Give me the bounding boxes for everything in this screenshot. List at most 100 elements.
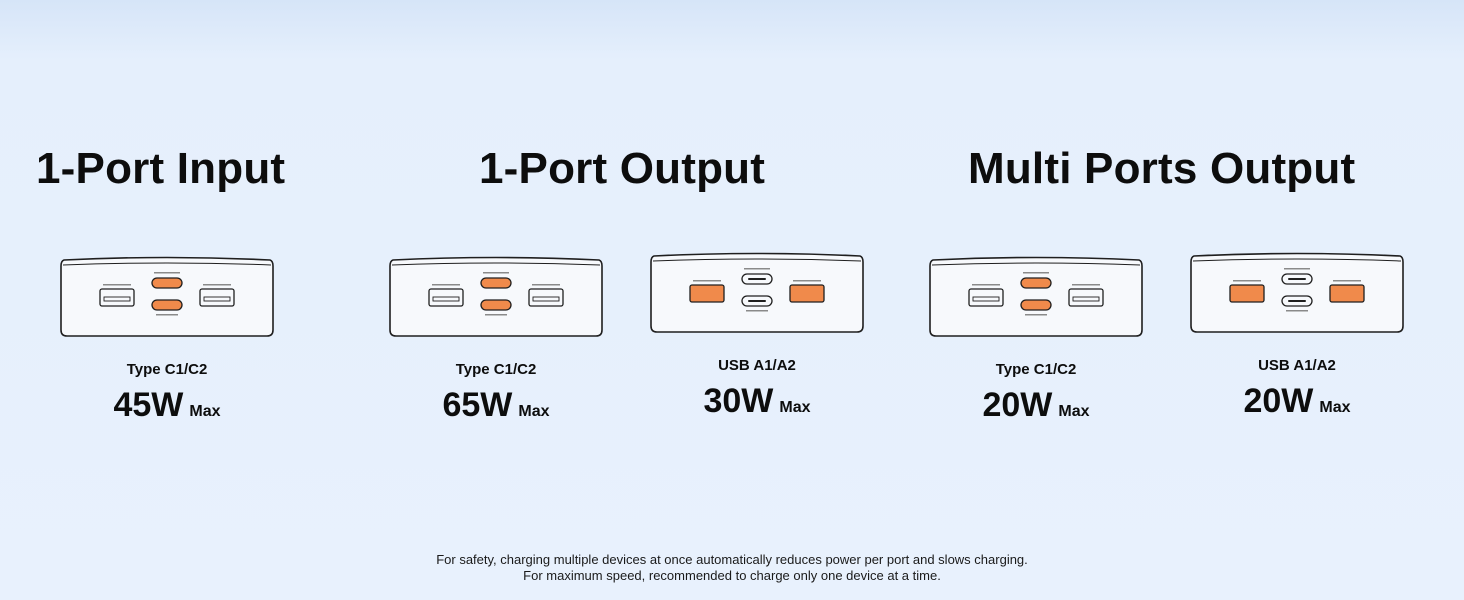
usb-a-port-1-tongue <box>432 296 460 302</box>
usb-a-port-2-label-mark <box>1072 284 1100 286</box>
usb-a-port-1-group <box>1229 280 1265 303</box>
type-c-port-2-tongue <box>1288 300 1306 302</box>
port-type-label: Type C1/C2 <box>126 361 208 378</box>
device-body <box>389 256 603 337</box>
power-bank-illustration <box>929 256 1143 338</box>
heading-1-port-input: 1-Port Input <box>36 144 286 193</box>
type-c-label-mark <box>154 272 180 274</box>
max-label: Max <box>1319 399 1351 416</box>
usb-a-port-2-group <box>1068 284 1104 307</box>
power-bank-icon <box>60 256 274 337</box>
max-label: Max <box>779 399 811 416</box>
type-c-label-mark <box>1284 268 1310 270</box>
device-edge <box>391 262 601 266</box>
usb-a-port-2-label-mark <box>532 284 560 286</box>
device-body <box>60 256 274 337</box>
type-c-label-mark <box>746 310 768 312</box>
power-bank-illustration <box>389 256 603 338</box>
usb-a-port-1 <box>99 288 135 307</box>
usb-a-port-1-label-mark <box>432 284 460 286</box>
wattage-value: 30W <box>703 382 774 420</box>
device-edge <box>652 258 862 262</box>
footnote-line-2: For maximum speed, recommended to charge… <box>523 568 941 583</box>
usb-a-port-2 <box>1329 284 1365 303</box>
power-bank-icon <box>929 256 1143 337</box>
device-edge <box>931 262 1141 266</box>
port-type-label: Type C1/C2 <box>995 361 1077 378</box>
usb-a-port-1 <box>428 288 464 307</box>
usb-a-port-2-tongue <box>203 296 231 302</box>
usb-a-port-2-label-mark <box>793 280 821 282</box>
usb-a-port-2 <box>1068 288 1104 307</box>
power-rating: 20W Max <box>929 386 1143 425</box>
usb-a-port-1-tongue <box>972 296 1000 302</box>
power-bank-illustration <box>1190 252 1404 334</box>
heading-multi-ports-output: Multi Ports Output <box>968 144 1356 193</box>
port-type-label: Type C1/C2 <box>455 361 537 378</box>
usb-a-port-2-group <box>1329 280 1365 303</box>
type-c-port-1 <box>1020 277 1052 289</box>
max-label: Max <box>189 403 221 420</box>
power-bank-icon <box>1190 252 1404 333</box>
usb-a-port-1-group <box>689 280 725 303</box>
wattage-value: 65W <box>442 386 513 424</box>
port-spec-caption: Type C1/C2 45W Max <box>60 361 274 425</box>
device-edge <box>1192 258 1402 262</box>
type-c-port-2-tongue <box>748 300 766 302</box>
usb-a-port-2-tongue <box>1072 296 1100 302</box>
wattage-value: 20W <box>982 386 1053 424</box>
usb-a-port-2-group <box>528 284 564 307</box>
usb-a-port-1 <box>968 288 1004 307</box>
max-label: Max <box>1058 403 1090 420</box>
usb-a-port-1-label-mark <box>972 284 1000 286</box>
usb-a-port-1-label-mark <box>103 284 131 286</box>
wattage-value: 45W <box>113 386 184 424</box>
type-c-label-mark <box>156 314 178 316</box>
type-c-port-2 <box>480 299 512 311</box>
port-type-label: USB A1/A2 <box>718 357 796 374</box>
usb-a-port-2-label-mark <box>203 284 231 286</box>
usb-a-port-2 <box>528 288 564 307</box>
usb-a-port-2 <box>199 288 235 307</box>
power-bank-icon <box>650 252 864 333</box>
usb-a-port-1-label-mark <box>693 280 721 282</box>
usb-a-port-2-label-mark <box>1333 280 1361 282</box>
usb-a-port-2-group <box>199 284 235 307</box>
footnote-line-1: For safety, charging multiple devices at… <box>436 552 1028 567</box>
usb-a-port-1-group <box>99 284 135 307</box>
heading-1-port-output: 1-Port Output <box>479 144 766 193</box>
type-c-label-mark <box>1023 272 1049 274</box>
usb-a-port-2 <box>789 284 825 303</box>
type-c-port-1 <box>480 277 512 289</box>
port-spec-caption: USB A1/A2 20W Max <box>1190 357 1404 421</box>
usb-a-port-1-group <box>968 284 1004 307</box>
usb-a-port-1-group <box>428 284 464 307</box>
usb-a-port-2-tongue <box>532 296 560 302</box>
port-spec-caption: Type C1/C2 20W Max <box>929 361 1143 425</box>
usb-a-port-1-label-mark <box>1233 280 1261 282</box>
device-edge <box>62 262 272 266</box>
power-bank-icon <box>389 256 603 337</box>
device-body <box>650 252 864 333</box>
safety-footnote: For safety, charging multiple devices at… <box>0 552 1464 584</box>
wattage-value: 20W <box>1243 382 1314 420</box>
power-bank-illustration <box>60 256 274 338</box>
power-rating: 45W Max <box>60 386 274 425</box>
port-type-label: USB A1/A2 <box>1258 357 1336 374</box>
usb-a-port-1-tongue <box>103 296 131 302</box>
usb-a-port-1 <box>1229 284 1265 303</box>
usb-a-port-1 <box>689 284 725 303</box>
device-body <box>929 256 1143 337</box>
power-bank-illustration <box>650 252 864 334</box>
type-c-port-2 <box>1020 299 1052 311</box>
type-c-port-2 <box>151 299 183 311</box>
device-body <box>1190 252 1404 333</box>
type-c-port-1-tongue <box>748 278 766 280</box>
type-c-port-1-tongue <box>1288 278 1306 280</box>
type-c-label-mark <box>485 314 507 316</box>
type-c-label-mark <box>744 268 770 270</box>
type-c-label-mark <box>483 272 509 274</box>
type-c-port-1 <box>151 277 183 289</box>
